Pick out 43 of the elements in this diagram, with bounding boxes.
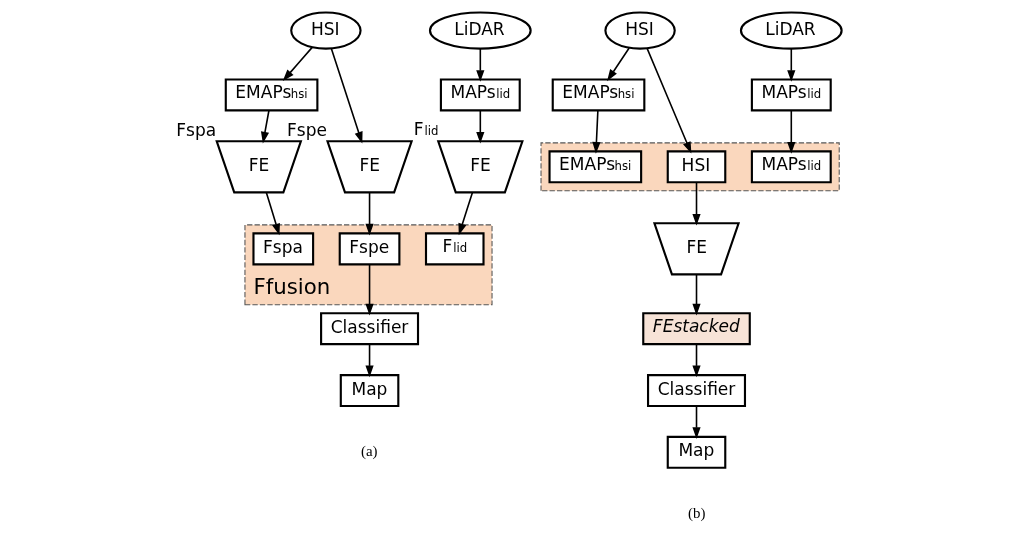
arrow — [364, 343, 374, 378]
arrow — [591, 109, 601, 154]
node-box: Fspa — [251, 232, 314, 266]
node-ellipse: HSI — [289, 11, 362, 50]
arrow — [282, 46, 313, 82]
node-box: Map — [666, 435, 726, 469]
node-box: EMAPshsi — [224, 78, 318, 112]
arrow — [364, 263, 374, 316]
arrow — [786, 109, 795, 154]
arrow — [691, 181, 701, 226]
node-box: Classifier — [319, 312, 419, 346]
node-box: Classifier — [646, 374, 746, 408]
node-ellipse: LiDAR — [428, 11, 532, 50]
node-box: HSI — [666, 150, 726, 184]
arrow — [260, 109, 270, 144]
node-box: EMAPshsi — [547, 150, 642, 184]
node-box: FEstacked — [641, 312, 751, 346]
arrow — [475, 109, 484, 144]
node-box: Map — [339, 374, 399, 408]
label: (a) — [360, 443, 378, 460]
node-label: Fspa — [175, 119, 216, 140]
node-box: MAPslid — [750, 78, 832, 112]
arrow — [265, 191, 280, 236]
label: (b) — [687, 504, 705, 521]
node-box: MAPslid — [439, 78, 521, 112]
node-box: MAPslid — [750, 150, 832, 184]
arrow — [691, 273, 701, 316]
arrow — [330, 47, 363, 144]
node-label: Flid — [413, 118, 438, 139]
arrow — [691, 405, 701, 439]
node-label: Fspe — [286, 119, 327, 140]
arrow — [786, 47, 795, 82]
node-ellipse: LiDAR — [739, 11, 843, 50]
node-box: Fspe — [338, 232, 400, 266]
arrow — [475, 47, 484, 82]
arrow — [645, 47, 691, 154]
node-box: Flid — [424, 232, 485, 266]
arrow — [457, 191, 473, 236]
arrow — [691, 343, 701, 378]
arrow — [606, 47, 630, 82]
node-box: EMAPshsi — [551, 78, 645, 112]
node-ellipse: HSI — [603, 11, 676, 50]
arrow — [364, 191, 374, 236]
